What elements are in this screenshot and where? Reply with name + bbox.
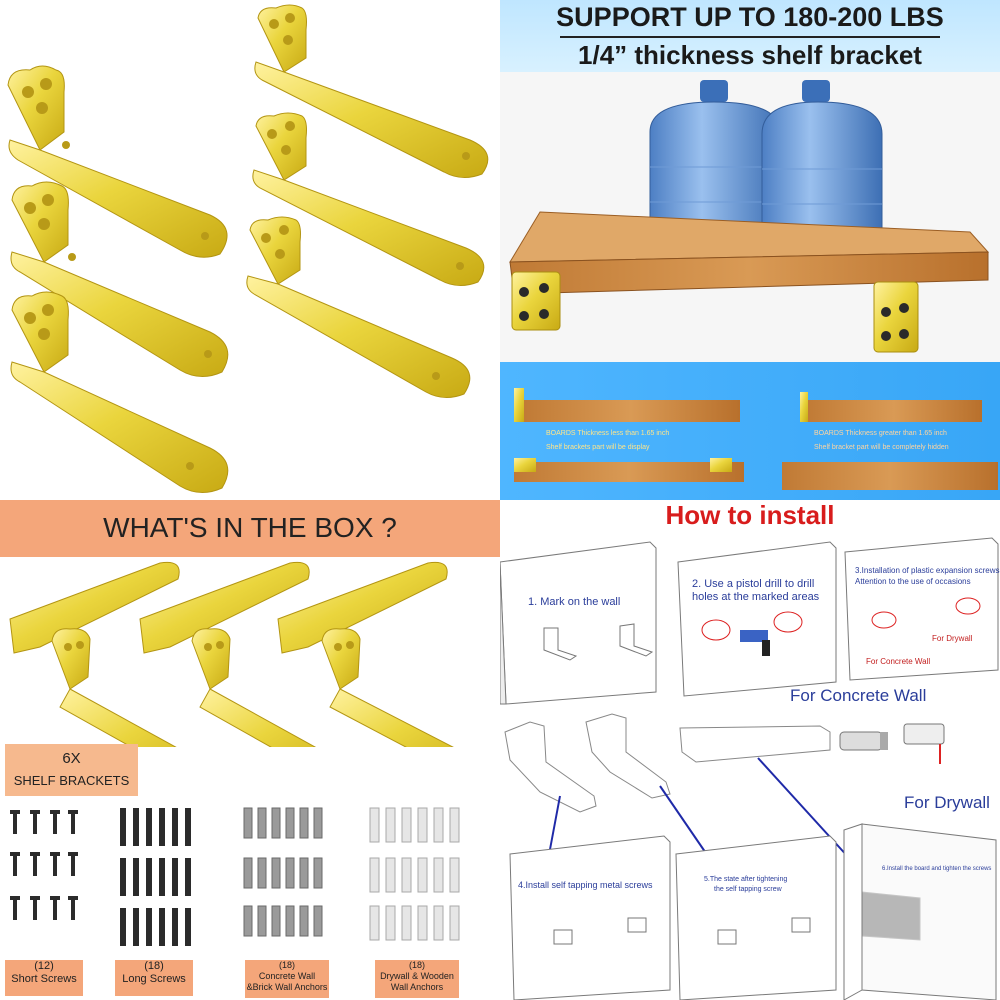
bracket-pair-1 [9, 561, 180, 747]
step6-text: 6.Install the board and tighten the scre… [882, 866, 992, 872]
step2-text: 2. Use a pistol drill to drill holes at … [692, 578, 820, 603]
long-screws-group [120, 808, 191, 946]
brackets-count: 6X [62, 750, 81, 767]
drywall-anchors-count: (18) [408, 960, 425, 970]
long-screws-caption: (18) Long Screws [115, 960, 193, 996]
bracket-1 [7, 65, 228, 258]
bracket-6 [246, 216, 471, 398]
drywall-anchors-group [369, 807, 460, 941]
bracket-4 [254, 4, 489, 178]
thin-board-note-line1: BOARDS Thickness less than 1.65 inch [546, 430, 670, 437]
water-jug-left [649, 80, 781, 245]
wall-panel-1 [500, 541, 657, 705]
step5-text-line1: 5.The state after tightening [704, 876, 788, 883]
board-thickness-diagram [514, 388, 998, 490]
install-title: How to install [665, 500, 835, 530]
for-drywall-label: For Drywall [904, 793, 990, 812]
short-screws-label: Short Screws [11, 973, 77, 985]
wall-panel-4 [509, 835, 671, 1000]
bracket-outline-right [679, 725, 831, 763]
short-screws-group [10, 810, 78, 920]
step4-brackets [553, 917, 811, 945]
box-title: WHAT'S IN THE BOX ? [103, 512, 397, 543]
for-concrete-label: For Concrete Wall [790, 686, 927, 705]
step3-text-line1: 3.Installation of plastic expansion scre… [855, 566, 1000, 575]
concrete-anchors-label: Concrete Wall &Brick Wall Anchors [246, 971, 328, 992]
wall-panel-2 [677, 541, 837, 697]
concrete-anchors-group [243, 807, 323, 937]
drywall-anchors-label: Drywall & Wooden Wall Anchors [380, 971, 454, 992]
bracket-2 [10, 181, 229, 377]
wall-panel-5 [675, 835, 837, 1000]
drywall-anchors-caption: (18) Drywall & Wooden Wall Anchors [375, 960, 459, 998]
short-screws-count: (12) [34, 960, 54, 972]
bracket-outline-left [504, 721, 597, 813]
bracket-3 [10, 291, 229, 493]
capacity-panel: SUPPORT UP TO 180-200 LBS 1/4” thickness… [500, 0, 1000, 500]
concrete-anchors-count: (18) [278, 960, 295, 970]
brackets-label: SHELF BRACKETS [13, 773, 130, 788]
thickness-comparison: BOARDS Thickness less than 1.65 inch She… [500, 362, 1000, 500]
long-screws-label: Long Screws [122, 973, 186, 985]
bracket-pair-3 [277, 561, 454, 747]
concrete-small-label: For Concrete Wall [866, 657, 931, 666]
step3-text-line2: Attention to the use of occasions [855, 577, 971, 586]
bracket-photo-panel [0, 0, 500, 500]
install-guide-panel: How to install [500, 500, 1000, 1000]
step1-bracket-outlines [543, 623, 654, 661]
shelf-bracket-right [873, 281, 919, 353]
wall-panel-3 [844, 537, 999, 681]
install-diagram [500, 537, 999, 1000]
wall-panel-6 [843, 823, 997, 1000]
long-screws-count: (18) [144, 960, 164, 972]
step1-text: 1. Mark on the wall [528, 596, 621, 608]
shelf-water-jugs-illustration [500, 72, 1000, 362]
drill-icon [740, 630, 770, 656]
header-divider [560, 36, 940, 38]
hardware-illustration [10, 807, 460, 946]
box-contents-panel: WHAT'S IN THE BOX ? 6X SHELF BRACKETS [0, 500, 500, 1000]
brackets-count-label: 6X SHELF BRACKETS [5, 744, 138, 796]
thin-board-note-line2: Shelf brackets part will be display [546, 444, 650, 451]
short-screws-caption: (12) Short Screws [5, 960, 83, 996]
thick-board-note-line2: Shelf bracket part will be completely hi… [814, 444, 949, 451]
capacity-title: SUPPORT UP TO 180-200 LBS [556, 2, 944, 32]
bracket-outline-middle [585, 713, 671, 799]
box-brackets-illustration [9, 561, 454, 747]
brackets-illustration [7, 4, 489, 493]
drywall-small-label: For Drywall [932, 634, 973, 643]
concrete-anchor-icon [839, 731, 888, 751]
thickness-subtitle: 1/4” thickness shelf bracket [578, 40, 922, 70]
thick-board-note-line1: BOARDS Thickness greater than 1.65 inch [814, 430, 947, 437]
concrete-anchors-caption: (18) Concrete Wall &Brick Wall Anchors [245, 960, 329, 998]
capacity-header: SUPPORT UP TO 180-200 LBS 1/4” thickness… [500, 0, 1000, 72]
bracket-5 [252, 112, 485, 286]
bracket-pair-2 [139, 561, 317, 747]
shelf-bracket-left [511, 271, 561, 331]
step5-text-line2: the self tapping screw [714, 886, 782, 893]
box-title-banner: WHAT'S IN THE BOX ? [0, 500, 500, 557]
drywall-anchor-icon [903, 723, 945, 764]
step4-text: 4.Install self tapping metal screws [518, 880, 653, 890]
